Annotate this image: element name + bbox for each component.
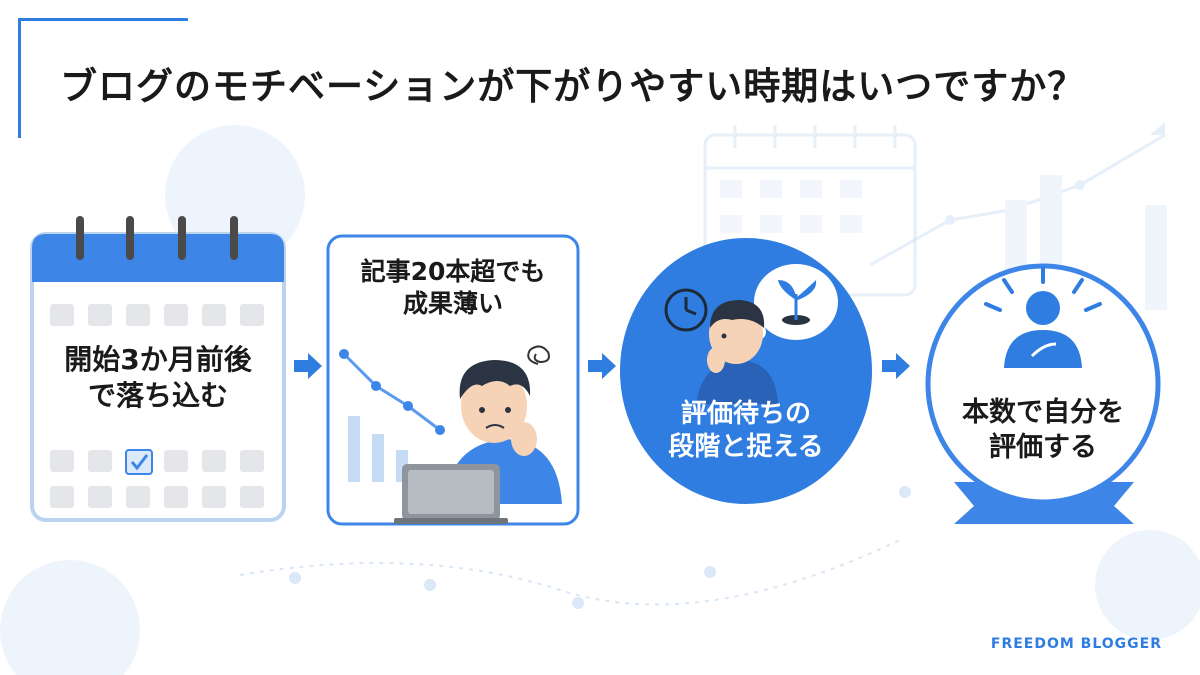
- brand-label: FREEDOM BLOGGER: [990, 636, 1162, 652]
- corner-accent-horizontal: [18, 18, 188, 21]
- step-1-card: 開始3か月前後 で落ち込む: [28, 212, 288, 524]
- sprout-icon: [778, 280, 817, 325]
- badge-illustration: [925, 263, 1161, 524]
- step-4-card: 本数で自分を 評価する: [912, 260, 1174, 530]
- step-4-text: 本数で自分を 評価する: [962, 397, 1124, 463]
- laptop-icon: [394, 464, 508, 524]
- arrow-right-icon: [588, 353, 616, 379]
- corner-accent-vertical: [18, 18, 21, 138]
- arrow-right-icon: [294, 353, 322, 379]
- step-2-text: 記事20本超でも 成果薄い: [360, 257, 546, 318]
- check-icon: [125, 449, 153, 475]
- clock-icon: [664, 288, 708, 332]
- step-3-text: 評価待ちの 段階と捉える: [668, 399, 824, 463]
- calendar-icon: [30, 216, 286, 522]
- waiting-person-illustration: [620, 238, 872, 504]
- step-1-text: 開始3か月前後 で落ち込む: [64, 343, 252, 412]
- page-title: ブログのモチベーションが下がりやすい時期はいつですか？: [60, 65, 1086, 108]
- step-3-card: 評価待ちの 段階と捉える: [618, 236, 874, 506]
- step-2-card: 記事20本超でも 成果薄い: [326, 234, 580, 526]
- frustrated-person-illustration: [326, 234, 580, 526]
- person-icon: [1004, 291, 1082, 368]
- arrow-right-icon: [882, 353, 910, 379]
